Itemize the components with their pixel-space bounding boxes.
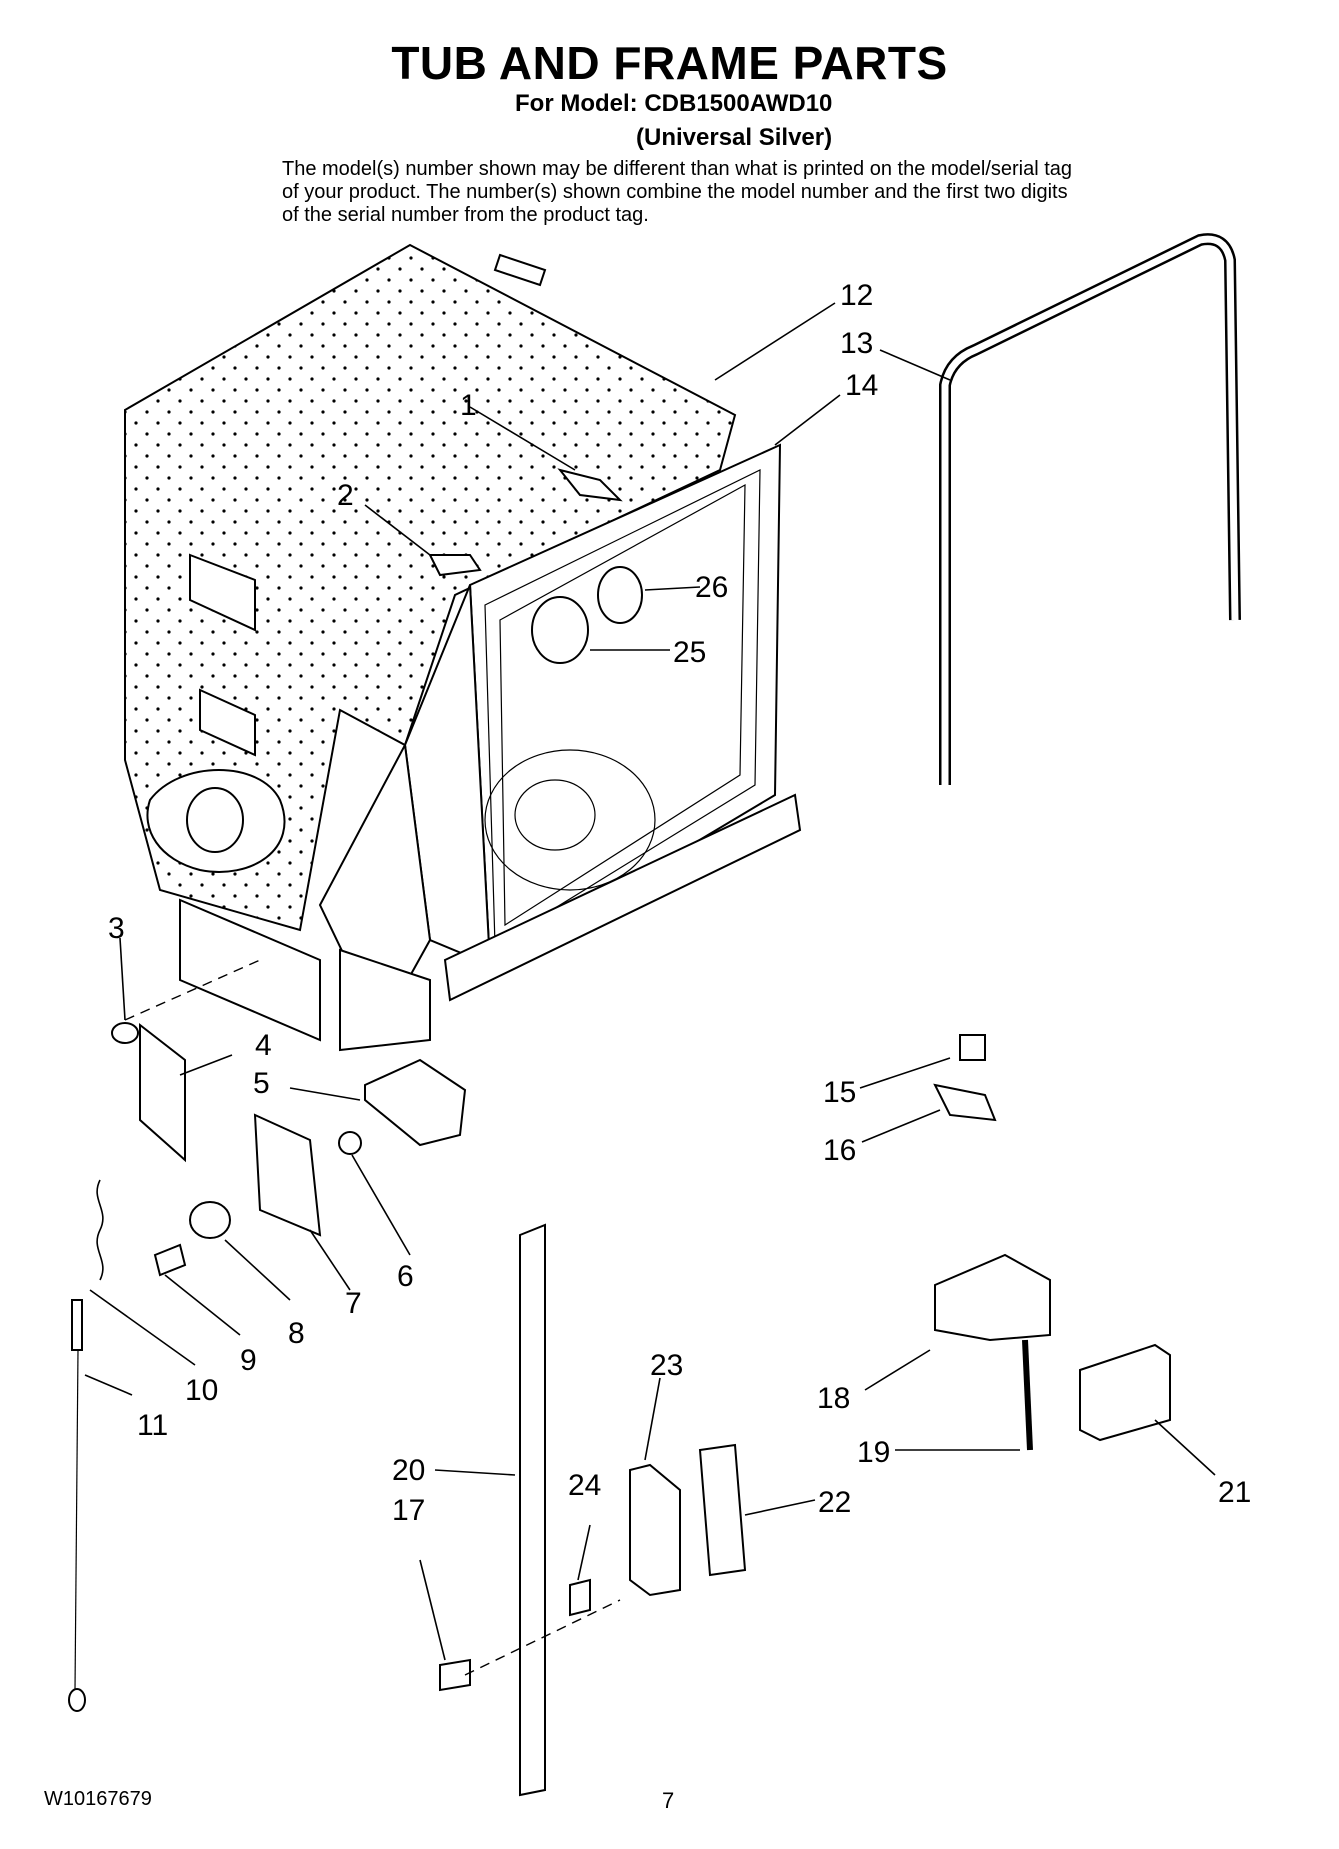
model-number: For Model: CDB1500AWD10 bbox=[515, 90, 833, 117]
callout-6: 6 bbox=[397, 1260, 414, 1293]
model-note: The model(s) number shown may be differe… bbox=[282, 158, 1073, 226]
leader-lines bbox=[84, 302, 1216, 1676]
callout-11: 11 bbox=[137, 1409, 168, 1442]
vent-assembly bbox=[531, 566, 643, 664]
callout-14: 14 bbox=[845, 369, 878, 402]
page-number: 7 bbox=[662, 1788, 675, 1813]
tub-frame bbox=[179, 443, 802, 1052]
callout-17: 17 bbox=[392, 1494, 425, 1527]
callout-19: 19 bbox=[857, 1436, 890, 1469]
callout-7: 7 bbox=[345, 1287, 362, 1320]
model-variant: (Universal Silver) bbox=[636, 124, 833, 151]
callout-24: 24 bbox=[568, 1469, 601, 1502]
callout-15: 15 bbox=[823, 1076, 856, 1109]
door-gasket bbox=[939, 233, 1241, 785]
callout-16: 16 bbox=[823, 1134, 856, 1167]
callout-3: 3 bbox=[108, 912, 125, 945]
callout-26: 26 bbox=[695, 571, 728, 604]
callout-21: 21 bbox=[1218, 1476, 1251, 1509]
callout-23: 23 bbox=[650, 1349, 683, 1382]
tub-insulation bbox=[124, 243, 737, 932]
callout-8: 8 bbox=[288, 1317, 305, 1350]
callout-1: 1 bbox=[460, 389, 477, 422]
callout-numbers: 1 2 3 4 5 6 7 8 9 10 11 12 13 14 15 16 1… bbox=[108, 279, 1251, 1527]
callout-10: 10 bbox=[185, 1374, 218, 1407]
callout-2: 2 bbox=[337, 479, 354, 512]
callout-4: 4 bbox=[255, 1029, 272, 1062]
callout-25: 25 bbox=[673, 636, 706, 669]
callout-18: 18 bbox=[817, 1382, 850, 1415]
callout-9: 9 bbox=[240, 1344, 257, 1377]
document-number: W10167679 bbox=[44, 1788, 152, 1810]
callout-22: 22 bbox=[818, 1486, 851, 1519]
small-parts bbox=[68, 468, 1171, 1797]
callout-20: 20 bbox=[392, 1454, 425, 1487]
callout-5: 5 bbox=[253, 1067, 270, 1100]
callout-13: 13 bbox=[840, 327, 873, 360]
callout-12: 12 bbox=[840, 279, 873, 312]
page-title: TUB AND FRAME PARTS bbox=[391, 37, 948, 89]
